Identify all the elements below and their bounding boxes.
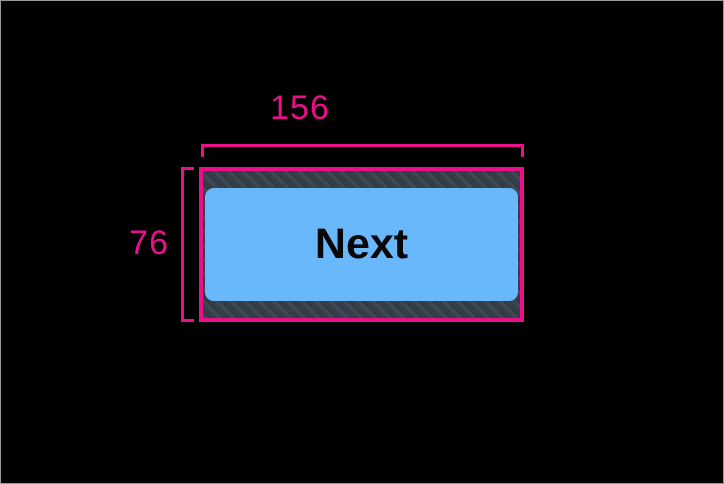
width-dimension-label: 156 [1, 89, 723, 127]
next-button-label: Next [314, 220, 409, 268]
next-button[interactable]: Next [205, 188, 518, 301]
width-dimension-value: 156 [270, 89, 330, 127]
height-dimension-bracket [181, 167, 194, 322]
element-bounding-box-highlight [199, 167, 524, 322]
width-dimension-bracket [201, 144, 524, 157]
height-dimension-label: 76 [129, 224, 169, 262]
